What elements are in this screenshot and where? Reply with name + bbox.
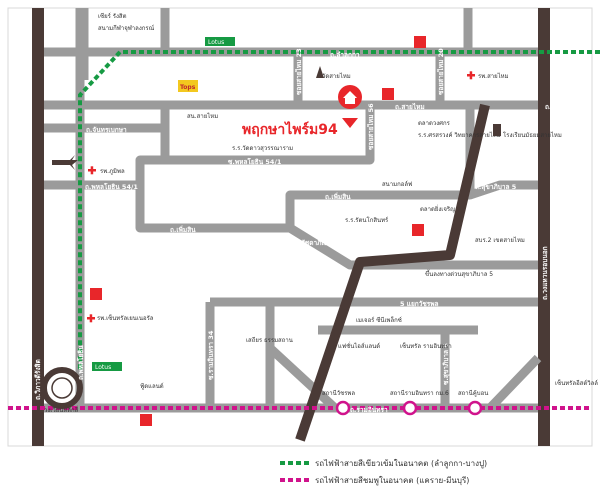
place-building: โรงเรียนมัธยมสายไหม <box>503 131 562 139</box>
road-ratchakarn <box>287 224 538 270</box>
legend-pink-text: รถไฟฟ้าสายสีชมพูในอนาคต (แคราย-มีนบุรี) <box>315 476 469 486</box>
hospital-icons <box>87 71 475 323</box>
lotus-bottom-logo: Lotus <box>92 362 122 371</box>
place-central: เซ็นทรัล รามอินทรา <box>400 341 452 350</box>
place-station-1: สถานีวัชรพล <box>322 389 355 397</box>
label-soi-saimai-56: ซอยสายไหม 56 <box>366 103 375 150</box>
place-golf: สนามกอล์ฟ <box>382 180 412 188</box>
roundabout-laksi <box>41 367 83 409</box>
place-market: ตลาดวงศกร <box>418 120 451 127</box>
label-saimai: ถ.สายไหม <box>395 102 425 111</box>
place-expressway-sign: ขึ้นลงทางด่วนสุขาภิบาล 5 <box>425 268 493 278</box>
place-district: สบร.2 เขตสายไหม <box>475 236 525 244</box>
label-ratchakarn: ถ.รัชดาภิเษก <box>295 239 332 247</box>
temple-icon <box>316 66 324 78</box>
svg-text:Lotus: Lotus <box>95 364 111 371</box>
label-ramintra: ถ.รามอินทรา <box>350 406 388 414</box>
pink-station-1 <box>335 400 351 416</box>
building-icon <box>493 124 501 136</box>
place-hospital-2: รพ.เซ็นทรัลเยนเนอรัล <box>97 313 154 322</box>
label-sukhaphiban5: ซ.สุขาภิบาล 5 <box>442 343 450 385</box>
label-lamlukka-top: ลำลูกกา <box>512 39 535 48</box>
label-chaeng: ถ.สุขาภิบาล 5 <box>475 183 517 191</box>
place-bhumibol: รพ.ภูมิพล <box>100 168 125 175</box>
place-saimai-hospital: รพ.สายไหม <box>478 72 509 80</box>
road-khubon <box>486 354 542 412</box>
place-siam-school: เสถียร ธรรมสถาน <box>246 336 293 344</box>
place-police: สน.สายไหม <box>187 112 218 120</box>
place-school-2: ร.ร.ศรสรวงค์ วิทยาคารสายไหม <box>418 131 501 139</box>
lotus-top-logo: Lotus <box>205 37 235 46</box>
label-vibhavadi: ถ.วิภาวดีรังสิต <box>34 359 42 400</box>
road-diag-ramintra <box>266 344 339 412</box>
place-major: เมเจอร์ ซีนีเพล็กซ์ <box>356 315 402 324</box>
place-foodland: ฟู้ดแลนด์ <box>140 382 164 390</box>
label-phaholyothin-54-1-left: ถ.พหลโยธิน 54/1 <box>85 182 138 191</box>
label-hathairat: ถ.หทัยราษฎร์ <box>545 103 584 111</box>
label-phaholyothin: ถ.พหลโยธิน <box>76 345 85 380</box>
label-soi-saimai-20: ซอยสายไหม 20 <box>436 48 445 95</box>
svg-text:Lotus: Lotus <box>208 39 224 46</box>
label-phaisin-right: ถ.เพิ่มสิน <box>325 191 351 201</box>
svg-text:Tops: Tops <box>180 84 196 91</box>
airplane-icon <box>52 155 78 170</box>
place-eastville: เซ็นทรัลอีสต์วิลล์ <box>555 378 598 387</box>
roundabout-center <box>51 377 73 399</box>
place-circle: วงเวียนหลักสี่ <box>44 406 79 414</box>
place-school-3: ร.ร.รัตนโกสินทร์ <box>345 216 389 224</box>
bigc-logos <box>90 36 426 426</box>
place-labels: เซียร์ รังสิต สนามกีฬาจุฬาลงกรณ์ วัดสายไ… <box>44 12 598 414</box>
label-wangsing: ถ.วงแหวนรอบนอก <box>541 246 549 300</box>
label-soi-saimai-23: ซอยสายไหม 23 <box>294 48 303 95</box>
place-fashion: แฟชั่นไอส์แลนด์ <box>338 342 380 350</box>
tops-logo: Tops <box>178 80 198 92</box>
place-market-2: ตลาดยิ่งเจริญ <box>420 205 455 213</box>
place-station-2: สถานีรามอินทรา กม.6 <box>390 389 449 397</box>
road-vibhavadi <box>32 8 44 446</box>
project-marker-icon <box>338 85 362 128</box>
pink-station-2 <box>402 400 418 416</box>
road-wangsing <box>538 8 550 446</box>
label-phaisin-left: ถ.เพิ่มสิน <box>170 224 196 234</box>
place-wat-saimai: วัดสายไหม <box>322 72 351 80</box>
label-phaholyothin-54-1: ซ.พหลโยธิน 54/1 <box>228 157 282 166</box>
road-phaholyothin-54-1 <box>44 105 375 190</box>
pink-station-3 <box>467 400 483 416</box>
place-stadium: สนามกีฬาจุฬาลงกรณ์ <box>98 24 155 32</box>
label-ramintra-soi: ซ.รามอินทรา 34 <box>207 330 215 380</box>
place-station-3: สถานีคู้บอน <box>458 389 488 397</box>
road-express-way <box>295 103 490 442</box>
label-lamlukka: ถ.ลำลูกกา <box>330 51 360 60</box>
project-title: พฤกษาไพร์ม94 <box>242 120 338 138</box>
legend-green-text: รถไฟฟ้าสายสีเขียวเข้มในอนาคต (ลำลูกกา-บา… <box>315 459 487 469</box>
label-chantrungnakrua: ถ.จันทรุเบกษา <box>86 126 127 134</box>
place-central-rangsit: เซียร์ รังสิต <box>98 12 127 20</box>
road-chaeng <box>468 180 538 200</box>
label-watchara: 5 แยกวัชรพล <box>400 300 439 308</box>
place-school-1: ร.ร.วัดดาวสุวรรณาราม <box>232 145 293 152</box>
green-line <box>78 50 600 370</box>
